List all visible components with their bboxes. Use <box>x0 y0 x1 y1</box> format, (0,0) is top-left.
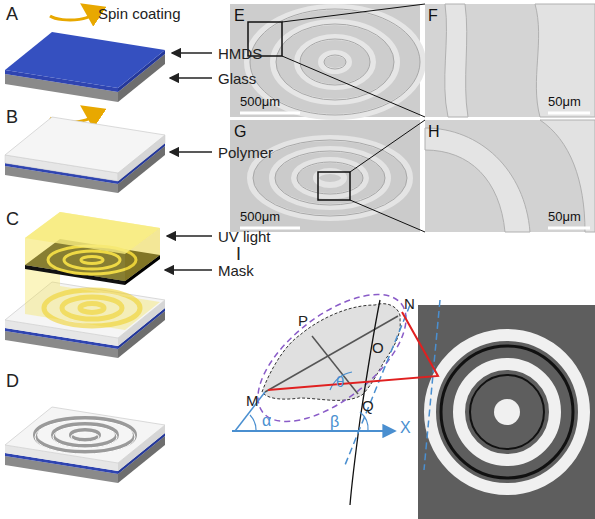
scale-bar-label: 500μm <box>240 95 280 108</box>
panel-letter: F <box>428 8 438 24</box>
point-label: Q <box>362 398 374 413</box>
panel-letter: D <box>6 372 19 390</box>
panel-letter: E <box>234 8 245 24</box>
layer-label: Glass <box>218 71 256 86</box>
scale-bar-label: 50μm <box>548 95 581 108</box>
part-label: Mask <box>218 263 254 278</box>
panel-letter: H <box>428 124 440 140</box>
axis-label: X <box>400 420 411 436</box>
panel-letter: C <box>6 210 19 228</box>
scale-bar-label: 500μm <box>240 210 280 223</box>
panel-letter: G <box>234 124 246 140</box>
step-label: Spin coating <box>98 6 181 21</box>
panel-letter: B <box>6 108 18 126</box>
point-label: N <box>404 296 415 311</box>
part-label: UV light <box>218 229 271 244</box>
point-label: M <box>246 393 259 408</box>
point-label: P <box>298 313 308 328</box>
layer-label: Polymer <box>218 145 273 160</box>
panel-letter: I <box>236 245 241 263</box>
scale-bar-label: 50μm <box>548 210 581 223</box>
angle-label: α <box>262 413 271 429</box>
angle-label: θ <box>336 374 344 389</box>
angle-label: β <box>330 414 339 430</box>
panel-letter: A <box>6 5 18 23</box>
point-label: O <box>372 340 384 355</box>
layer-label: HMDS <box>218 46 262 61</box>
